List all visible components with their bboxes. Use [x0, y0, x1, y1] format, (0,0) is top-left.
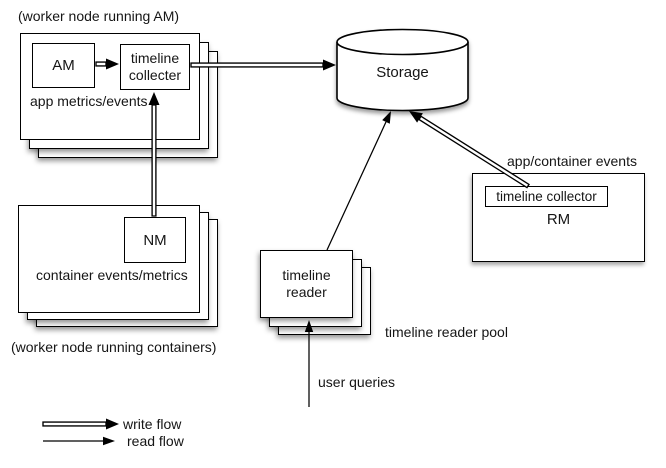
- legend-read-arrow: [43, 436, 115, 446]
- am-timeline-collector-label-line1: timeline: [130, 50, 180, 66]
- am-box: AM: [32, 43, 95, 88]
- timeline-reader-label-line1: timeline: [282, 267, 331, 283]
- worker-containers-label: (worker node running containers): [11, 339, 217, 355]
- nm-box-label: NM: [143, 231, 167, 249]
- nm-box: NM: [124, 217, 186, 263]
- timeline-reader-pool-label: timeline reader pool: [385, 324, 508, 340]
- am-box-label: AM: [52, 57, 75, 74]
- rm-box-label: RM: [546, 211, 571, 228]
- legend-write-flow-label: write flow: [123, 416, 182, 432]
- timeline-reader-label-line2: reader: [286, 284, 327, 300]
- app-metrics-events-label: app metrics/events: [30, 93, 148, 109]
- read-arrow-reader-to-storage: [326, 111, 391, 251]
- legend-write-arrow: [42, 418, 119, 430]
- rm-timeline-collector-box: timeline collector: [485, 186, 608, 207]
- legend-read-flow-label: read flow: [127, 433, 184, 449]
- container-events-metrics-label: container events/metrics: [36, 267, 188, 283]
- timeline-reader-box: timeline reader: [260, 250, 353, 318]
- worker-am-label: (worker node running AM): [18, 8, 180, 24]
- user-queries-label: user queries: [318, 374, 396, 390]
- am-timeline-collector-box: timeline collecter: [120, 44, 190, 90]
- rm-timeline-collector-label: timeline collector: [496, 189, 597, 204]
- storage-label: Storage: [376, 64, 429, 81]
- app-container-events-label: app/container events: [507, 153, 637, 169]
- am-timeline-collector-label-line2: collecter: [128, 67, 182, 83]
